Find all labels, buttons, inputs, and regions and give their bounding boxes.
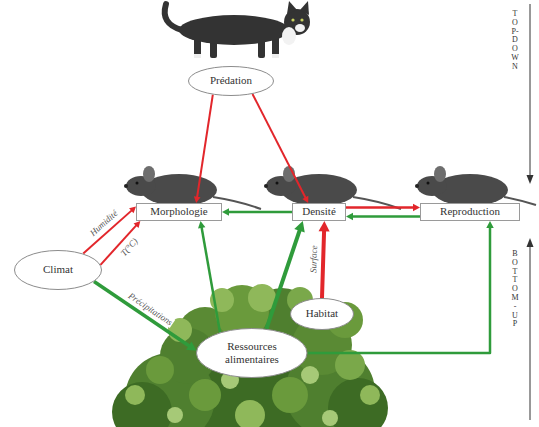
node-text: Morphologie xyxy=(150,205,207,218)
arrow-line xyxy=(308,227,490,353)
arrow-head xyxy=(294,221,305,233)
node-text: Prédation xyxy=(210,74,252,87)
influence-arrow xyxy=(346,213,420,221)
node-label: Climat xyxy=(43,263,73,276)
cat-illustration xyxy=(165,1,310,58)
edge-label: Surface xyxy=(308,244,319,274)
influence-arrow xyxy=(198,221,220,333)
arrow-head xyxy=(134,221,141,228)
ellipse-outline xyxy=(197,329,308,378)
arrow-line xyxy=(253,94,306,198)
trait-box: Morphologie xyxy=(136,203,222,221)
node-label: Ressources alimentaires xyxy=(217,340,287,366)
arrow-head xyxy=(222,208,229,216)
axis-label: TOP-DOWN xyxy=(511,10,519,72)
arrow-head xyxy=(413,204,420,212)
node-text: Climat xyxy=(43,263,73,276)
arrow-line xyxy=(352,215,420,218)
arrow-line xyxy=(202,227,220,333)
arrow-head xyxy=(186,342,196,351)
node-label: Morphologie xyxy=(150,205,207,218)
factor-ellipse: Habitat xyxy=(290,298,354,330)
arrow-head xyxy=(346,213,353,221)
node-label: Reproduction xyxy=(440,205,500,218)
influence-arrow xyxy=(319,221,330,298)
edge-label: T(°C) xyxy=(117,235,140,259)
arrow-head xyxy=(129,207,136,214)
influence-arrow xyxy=(308,221,494,353)
arrow-line xyxy=(346,206,414,209)
node-label: Prédation xyxy=(210,74,252,87)
arrow-head xyxy=(319,221,330,232)
node-text: Densité xyxy=(302,205,336,218)
influence-arrow xyxy=(253,94,309,203)
arrow-head xyxy=(486,221,494,228)
ellipse-outline xyxy=(189,67,274,96)
factor-ellipse: Ressources alimentaires xyxy=(196,328,308,378)
arrow-head xyxy=(302,196,308,203)
influence-arrow xyxy=(346,204,420,212)
arrow-head xyxy=(198,221,205,229)
axis-label: BOTTOM-UP xyxy=(511,250,519,329)
factor-ellipse: Prédation xyxy=(188,66,274,96)
node-text: Habitat xyxy=(306,307,338,320)
trait-box: Reproduction xyxy=(420,203,520,221)
ellipse-outline xyxy=(291,299,354,330)
node-text: Reproduction xyxy=(440,205,500,218)
trait-box: Densité xyxy=(292,203,346,221)
node-label: Densité xyxy=(302,205,336,218)
bush-illustration xyxy=(112,284,388,427)
axis-arrow xyxy=(527,4,534,420)
node-label: Habitat xyxy=(306,307,338,320)
influence-arrow xyxy=(94,281,196,350)
influence-arrow xyxy=(194,95,213,203)
mouse-illustration xyxy=(415,166,536,206)
factor-ellipse: Climat xyxy=(14,250,102,290)
influence-arrow xyxy=(222,208,292,216)
ellipse-outline xyxy=(15,251,102,290)
arrow-line xyxy=(94,281,190,346)
arrow-head xyxy=(194,196,201,203)
node-text: Ressources alimentaires xyxy=(217,340,287,366)
arrow-line xyxy=(228,211,292,214)
arrow-line xyxy=(197,95,213,198)
arrow-line xyxy=(322,230,324,298)
